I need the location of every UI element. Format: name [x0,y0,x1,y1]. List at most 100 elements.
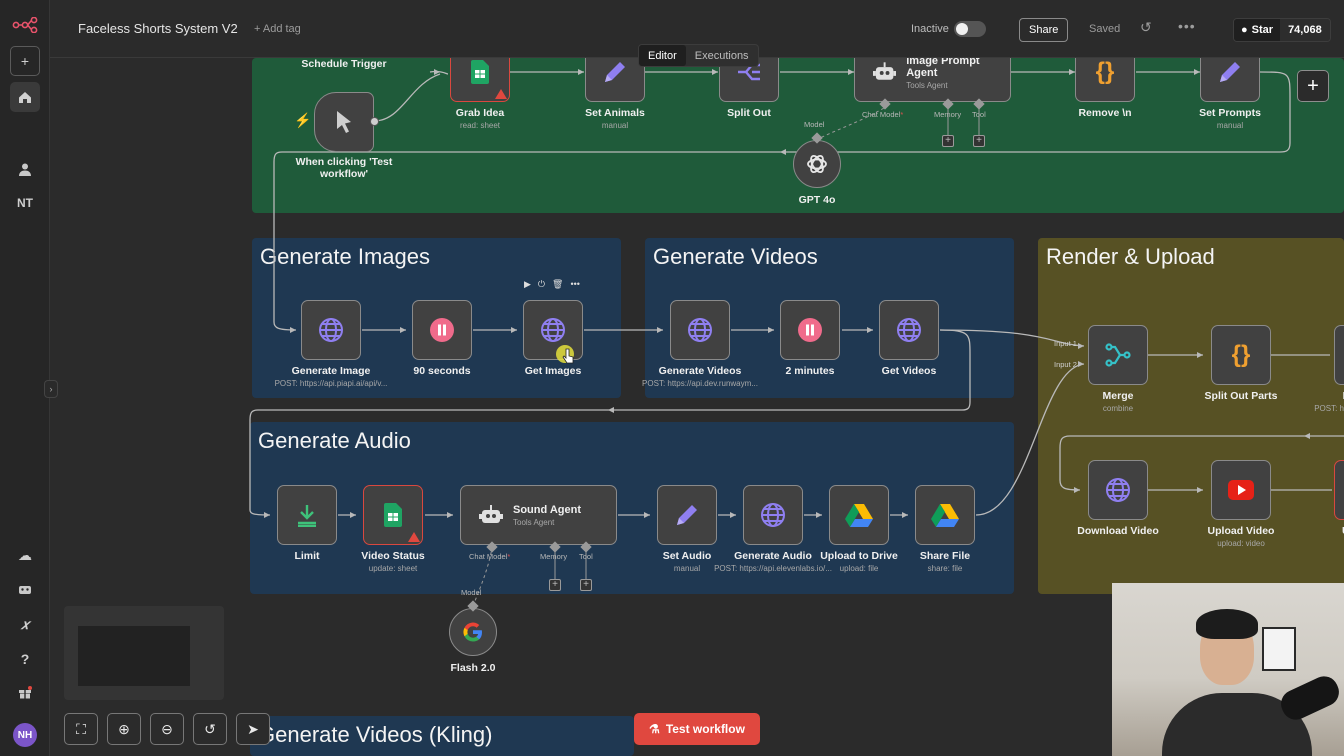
sticky-trigger-group[interactable] [252,58,1344,213]
power-icon[interactable]: ⏻ [537,279,546,289]
more-icon[interactable]: ••• [570,279,580,289]
node-render-box[interactable] [1334,325,1344,385]
node-subtitle: POST: https://api.piapi.ai/api/v... [274,379,388,388]
microphone [1276,671,1344,725]
collapse-sidebar-icon[interactable]: › [44,380,58,398]
add-node-button[interactable]: + [1297,70,1329,102]
reset-zoom-icon[interactable]: ↺ [193,713,227,745]
more-options-icon[interactable]: ••• [1178,18,1196,34]
add-memory-button[interactable]: + [549,579,561,591]
tool-port-label: Tool [579,552,593,561]
active-status-label: Inactive [911,23,949,35]
globe-icon [523,300,583,360]
node-label: Up [1326,525,1344,537]
node-hover-toolbar: ▶ ⏻ 🗑 ••• [524,279,580,290]
user-avatar[interactable]: NH [13,723,37,747]
openai-icon [793,140,841,188]
wall-picture [1262,627,1296,671]
view-tabs: Editor Executions [638,44,759,67]
robot-icon [479,505,503,523]
merge-input-1-label: Input 1 [1054,339,1077,348]
execute-node-icon[interactable]: ▶ [524,279,531,289]
cloud-icon[interactable]: ☁ [18,546,32,563]
node-label: Share File [919,550,971,562]
github-icon: ● [1241,24,1248,36]
github-star-button[interactable]: ●Star 74,068 [1233,18,1331,42]
tool-port-label: Tool [972,110,986,119]
fit-view-icon[interactable]: ⛶ [64,713,98,745]
add-memory-button[interactable]: + [942,135,954,147]
node-schedule-trigger-label[interactable]: Schedule Trigger [301,58,387,70]
node-label: Re [1326,390,1344,402]
globe-icon [1088,460,1148,520]
node-manual-trigger-box[interactable] [314,92,374,152]
node-label: Flash 2.0 [450,662,496,674]
node-label: GPT 4o [798,194,836,206]
workflow-title[interactable]: Faceless Shorts System V2 [78,21,238,36]
node-label: Generate Videos [658,365,742,377]
warning-icon [495,89,507,99]
node-subtitle: upload: video [1217,539,1265,548]
node-upload-box[interactable] [1334,460,1344,520]
node-agent-box[interactable]: Sound Agent Tools Agent [460,485,617,545]
node-agent-box[interactable]: Image Prompt Agent Tools Agent [854,58,1011,102]
memory-port-label: Memory [540,552,568,561]
memory-port-label: Memory [934,110,962,119]
node-subtitle: Tools Agent [906,80,948,90]
node-label: Generate Image [291,365,371,377]
templates-icon[interactable] [10,574,40,604]
node-label: When clicking 'Test workflow' [295,156,393,180]
flask-icon: ⚗ [649,722,660,736]
history-icon[interactable]: ↺ [1140,19,1152,35]
sticky-generate-videos-kling[interactable]: Generate Videos (Kling) [250,716,634,756]
home-icon[interactable] [10,82,40,112]
github-star-count: 74,068 [1280,19,1330,41]
add-tool-button[interactable]: + [580,579,592,591]
variables-icon[interactable]: 𝑥 [21,615,29,632]
tab-editor[interactable]: Editor [639,45,686,66]
node-subtitle: upload: file [839,564,879,573]
n8n-logo-icon[interactable] [10,10,40,40]
merge-icon [1088,325,1148,385]
node-subtitle: Tools Agent [513,517,555,527]
project-initials[interactable]: NT [17,196,33,210]
output-port[interactable] [370,117,379,126]
delete-icon[interactable]: 🗑 [552,279,564,289]
left-sidebar: + NT ☁ 𝑥 ? NH [0,0,50,756]
saved-status: Saved [1089,23,1121,35]
node-label: Video Status [361,550,425,562]
google-drive-icon [829,485,889,545]
node-title: Sound Agent [513,503,582,516]
share-button[interactable]: Share [1019,18,1069,42]
gift-icon[interactable] [10,677,40,707]
node-label: Get Videos [881,365,937,377]
globe-icon [301,300,361,360]
zoom-in-icon[interactable]: ⊕ [107,713,141,745]
add-tool-button[interactable]: + [973,135,985,147]
zoom-out-icon[interactable]: ⊖ [150,713,184,745]
test-workflow-button[interactable]: ⚗ Test workflow [634,713,760,745]
node-label: Remove \n [1078,107,1132,119]
node-subtitle: manual [1216,121,1244,130]
warning-icon [408,532,420,542]
youtube-icon [1211,460,1271,520]
code-braces-icon: {} [1075,58,1135,102]
tidy-up-icon[interactable]: ➤ [236,713,270,745]
add-tag-link[interactable]: + Add tag [254,23,301,35]
node-subtitle: POST: https://api.dev.runwaym... [642,379,758,388]
google-gemini-icon [449,608,497,656]
active-toggle[interactable] [954,21,986,37]
sticky-render-upload[interactable]: Render & Upload [1038,238,1344,594]
presenter-webcam [1112,583,1344,756]
pencil-icon [657,485,717,545]
user-icon[interactable] [10,154,40,184]
node-label: Generate Audio [734,550,812,562]
node-label: 2 minutes [785,365,835,377]
help-icon[interactable]: ? [20,651,30,667]
tab-executions[interactable]: Executions [694,50,749,62]
model-port-label: Model [804,120,825,129]
canvas-minimap[interactable] [64,606,224,700]
node-title: Image Prompt Agent [906,58,980,79]
add-icon[interactable]: + [10,46,40,76]
node-subtitle: read: sheet [459,121,501,130]
